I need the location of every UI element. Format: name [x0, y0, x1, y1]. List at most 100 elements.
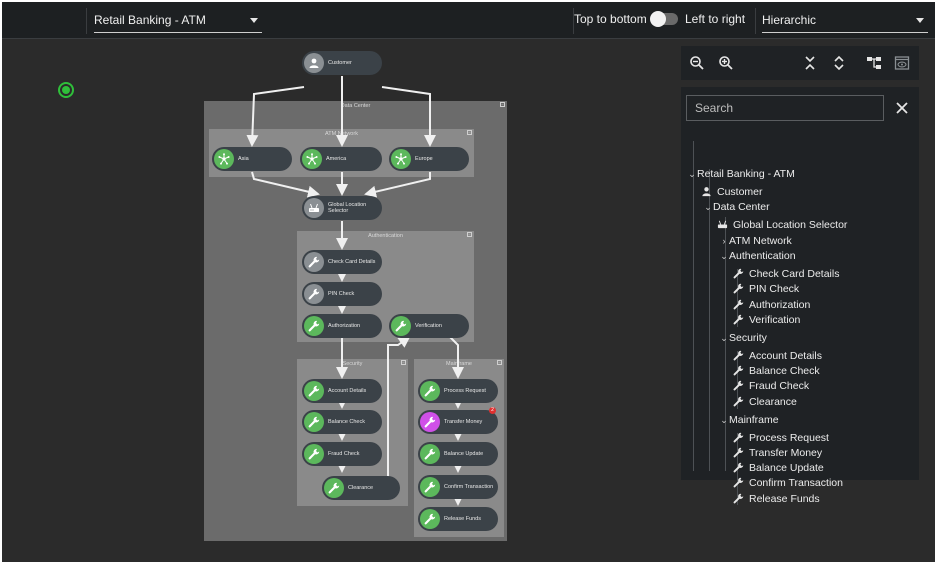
tree-item-root[interactable]: ⌄ Retail Banking - ATM — [687, 167, 795, 181]
tree-item-label: Authorization — [749, 299, 811, 311]
expand-all-icon — [834, 55, 844, 71]
collapse-icon[interactable]: − — [500, 102, 505, 107]
tree-item-label: Transfer Money — [749, 447, 823, 459]
wrench-icon — [733, 314, 745, 326]
tree-item-clearance[interactable]: Clearance — [733, 395, 797, 409]
tree-item-label: Retail Banking - ATM — [697, 168, 795, 180]
group-title: Security — [342, 361, 363, 367]
close-icon — [896, 102, 908, 114]
node-label: Check Card Details — [328, 259, 376, 265]
node-pin-check[interactable]: PIN Check — [302, 282, 382, 306]
tree-item-pin-check[interactable]: PIN Check — [733, 282, 799, 296]
tree-item-customer[interactable]: Customer — [701, 185, 763, 199]
node-europe[interactable]: Europe — [389, 147, 469, 171]
tree-item-label: Customer — [717, 186, 763, 198]
tree-layout-button[interactable] — [866, 55, 882, 71]
tree-item-data-center[interactable]: ⌄ Data Center — [703, 200, 770, 214]
direction-toggle[interactable] — [650, 11, 678, 27]
node-label: Balance Check — [328, 419, 365, 425]
tree-item-security[interactable]: ⌄ Security — [719, 331, 767, 345]
graph-canvas[interactable]: Data Center − ATM Network − Authenticati… — [2, 39, 935, 562]
edge-customer-europe — [381, 86, 436, 147]
node-label: Authorization — [328, 323, 361, 329]
node-label: Global Location Selector — [328, 202, 367, 214]
tree-item-mainframe[interactable]: ⌄ Mainframe — [719, 413, 778, 427]
tree-item-label: Verification — [749, 314, 801, 326]
group-title: Authentication — [368, 233, 403, 239]
chevron-down-icon[interactable]: ⌄ — [720, 414, 728, 425]
tree-item-balance-update[interactable]: Balance Update — [733, 461, 824, 475]
node-verification[interactable]: Verification — [389, 314, 469, 338]
collapse-icon[interactable]: − — [467, 232, 472, 237]
node-fraud-check[interactable]: Fraud Check — [302, 442, 382, 466]
chevron-down-icon[interactable]: ⌄ — [720, 332, 728, 343]
chevron-down-icon[interactable]: ⌄ — [720, 250, 728, 261]
direction-label-top-to-bottom: Top to bottom — [574, 12, 647, 26]
tree-item-account-details[interactable]: Account Details — [733, 349, 822, 363]
node-label: Balance Update — [444, 451, 484, 457]
chevron-down-icon[interactable]: ⌄ — [704, 201, 712, 212]
tree-item-label: Data Center — [713, 201, 770, 213]
hierarchy-icon — [867, 57, 881, 69]
tree-item-authentication[interactable]: ⌄ Authentication — [719, 249, 795, 263]
wrench-icon — [733, 432, 745, 444]
node-customer[interactable]: Customer — [302, 51, 382, 75]
tree-item-label: Balance Update — [749, 462, 824, 474]
layout-select[interactable]: Hierarchic — [762, 8, 928, 33]
tree-item-label: Check Card Details — [749, 268, 840, 280]
collapse-all-button[interactable] — [802, 55, 818, 71]
eye-window-icon — [894, 56, 910, 70]
graph-toolbar — [681, 46, 919, 80]
tree-item-authorization[interactable]: Authorization — [733, 298, 810, 312]
collapse-icon[interactable]: − — [497, 360, 502, 365]
node-process-request[interactable]: Process Request — [418, 379, 498, 403]
tree-item-fraud-check[interactable]: Fraud Check — [733, 379, 809, 393]
user-icon — [701, 186, 713, 198]
node-check-card-details[interactable]: Check Card Details — [302, 250, 382, 274]
search-input[interactable] — [686, 95, 884, 121]
node-confirm-transaction[interactable]: Confirm Transaction — [418, 475, 498, 499]
node-balance-check[interactable]: Balance Check — [302, 410, 382, 434]
tree-item-process-request[interactable]: Process Request — [733, 431, 829, 445]
node-global-location-selector[interactable]: Global Location Selector — [302, 196, 382, 220]
wrench-icon — [304, 444, 324, 464]
tree-item-label: Release Funds — [749, 493, 820, 505]
chevron-right-icon[interactable]: › — [722, 236, 726, 246]
overview-button[interactable] — [894, 55, 910, 71]
collapse-icon[interactable]: − — [467, 130, 472, 135]
zoom-out-button[interactable] — [689, 55, 705, 71]
tree-item-label: Confirm Transaction — [749, 477, 843, 489]
tree-item-balance-check[interactable]: Balance Check — [733, 364, 820, 378]
tree-item-global-location-selector[interactable]: Global Location Selector — [717, 218, 847, 232]
node-transfer-money[interactable]: Transfer Money 2 — [418, 407, 498, 434]
node-account-details[interactable]: Account Details — [302, 379, 382, 403]
node-authorization[interactable]: Authorization — [302, 314, 382, 338]
zoom-in-icon — [719, 56, 733, 70]
node-label: Europe — [415, 156, 433, 162]
toolbar-separator — [86, 8, 87, 34]
tree-item-check-card-details[interactable]: Check Card Details — [733, 267, 839, 281]
tree-item-verification[interactable]: Verification — [733, 313, 800, 327]
tree-guide — [709, 169, 710, 471]
node-america[interactable]: America — [300, 147, 382, 171]
tree-item-transfer-money[interactable]: Transfer Money — [733, 446, 822, 460]
wrench-icon — [304, 316, 324, 336]
chevron-down-icon[interactable]: ⌄ — [688, 168, 696, 179]
collapse-icon[interactable]: − — [401, 360, 406, 365]
tree-item-atm-network[interactable]: › ATM Network — [719, 234, 792, 248]
expand-all-button[interactable] — [831, 55, 847, 71]
node-balance-update[interactable]: Balance Update — [418, 442, 498, 466]
dataset-select[interactable]: Retail Banking - ATM — [94, 8, 262, 33]
zoom-in-button[interactable] — [718, 55, 734, 71]
close-search-button[interactable] — [895, 101, 909, 115]
node-release-funds[interactable]: Release Funds — [418, 507, 498, 531]
node-asia[interactable]: Asia — [212, 147, 292, 171]
tree-item-release-funds[interactable]: Release Funds — [733, 492, 820, 506]
toggle-knob — [650, 11, 666, 27]
tree-item-label: Clearance — [749, 396, 797, 408]
tree-item-confirm-transaction[interactable]: Confirm Transaction — [733, 476, 843, 490]
layout-select-value: Hierarchic — [762, 13, 817, 27]
tree-item-label: Balance Check — [749, 365, 820, 377]
wrench-icon — [304, 284, 324, 304]
node-clearance[interactable]: Clearance — [322, 476, 400, 500]
